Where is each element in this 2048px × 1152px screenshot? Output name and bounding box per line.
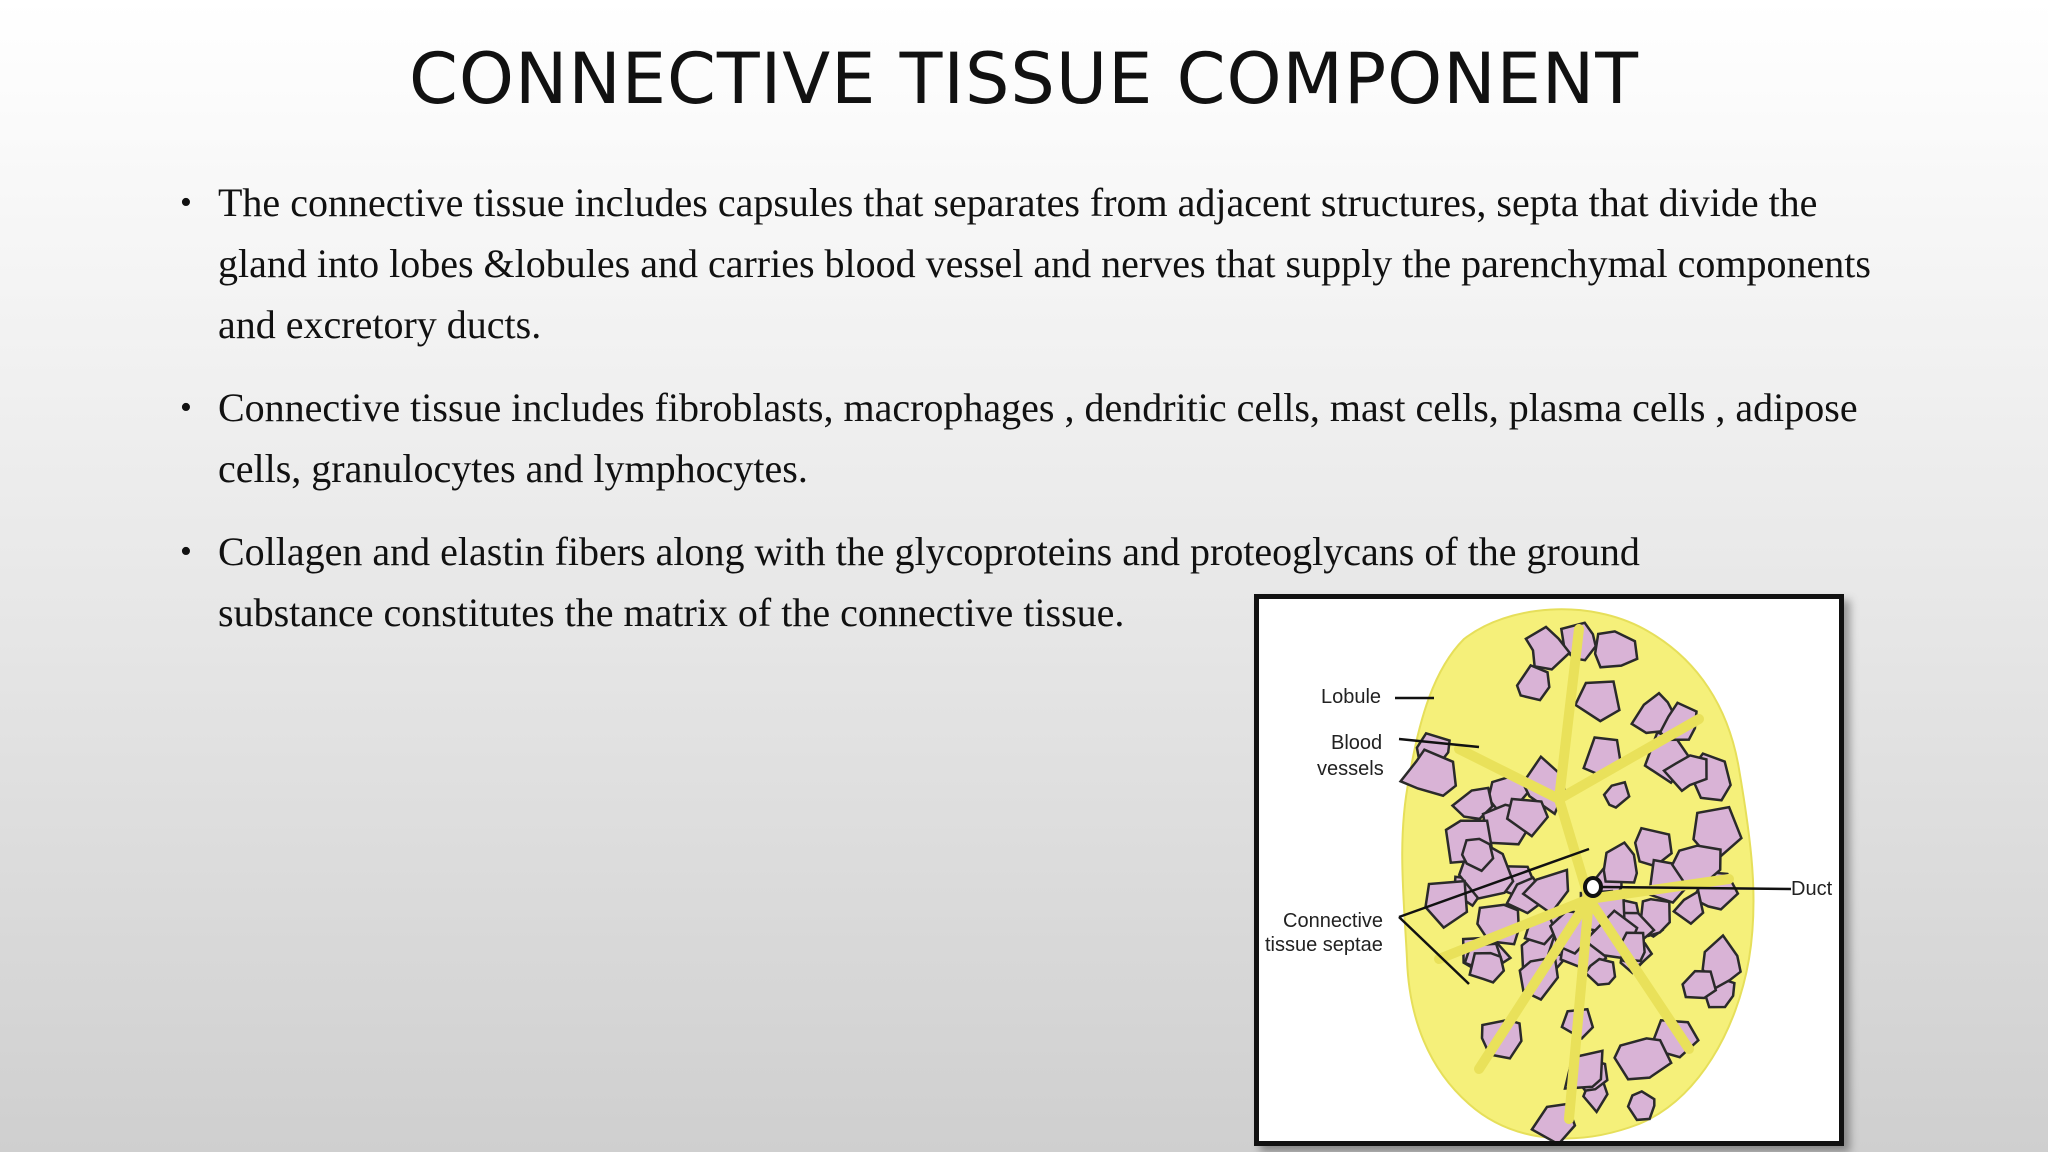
lobule-cell: [1626, 1089, 1656, 1122]
bullet-text: Connective tissue includes fibroblasts, …: [218, 385, 1858, 491]
lobule-cell: [1524, 625, 1572, 671]
lobule-cell: [1468, 951, 1506, 984]
bullet-item: • Collagen and elastin fibers along with…: [180, 521, 1880, 643]
lobule-cell: [1602, 840, 1639, 884]
duct-lumen: [1583, 876, 1603, 898]
lobule-cell: [1671, 889, 1705, 926]
label-blood-vessels-line1: Blood: [1331, 732, 1383, 754]
lobule-cell: [1681, 969, 1718, 1000]
bullet-marker: •: [180, 389, 192, 426]
label-septae-line2: tissue septae: [1265, 934, 1383, 956]
label-septae-line1: Connective: [1283, 910, 1384, 932]
lobule-cell: [1583, 957, 1617, 987]
bullet-text: Collagen and elastin fibers along with t…: [218, 529, 1640, 635]
slide-title: CONNECTIVE TISSUE COMPONENT: [409, 38, 1639, 120]
bullet-marker: •: [180, 533, 192, 570]
lobule-cell: [1460, 837, 1495, 873]
label-blood-vessels-line2: vessels: [1317, 758, 1384, 780]
bullet-item: • The connective tissue includes capsule…: [180, 172, 1880, 355]
lobule-cell: [1515, 663, 1551, 702]
bullet-item: • Connective tissue includes fibroblasts…: [180, 377, 1880, 499]
label-duct: Duct: [1791, 878, 1833, 900]
bullet-text: The connective tissue includes capsules …: [218, 180, 1871, 347]
bullet-marker: •: [180, 184, 192, 221]
label-lobule: Lobule: [1321, 686, 1382, 708]
lobule-cell: [1505, 797, 1550, 838]
lobule-cell: [1573, 680, 1621, 723]
lobule-cell: [1424, 879, 1469, 930]
gland-diagram: Lobule Blood vessels Duct Connective tis…: [1254, 594, 1844, 1146]
lobule-cell: [1662, 754, 1708, 793]
septa-lines: [1434, 624, 1734, 1124]
lobule-cell: [1613, 1037, 1673, 1081]
gland-illustration: [1395, 608, 1792, 1141]
leader-lines: [1395, 696, 1792, 985]
lobule-cell: [1398, 748, 1458, 798]
lobules: [1398, 621, 1743, 1141]
lobule-cell: [1602, 780, 1631, 809]
bullet-list: • The connective tissue includes capsule…: [180, 172, 1880, 665]
lobule-cell: [1593, 630, 1639, 669]
lobule-cell: [1450, 786, 1494, 821]
